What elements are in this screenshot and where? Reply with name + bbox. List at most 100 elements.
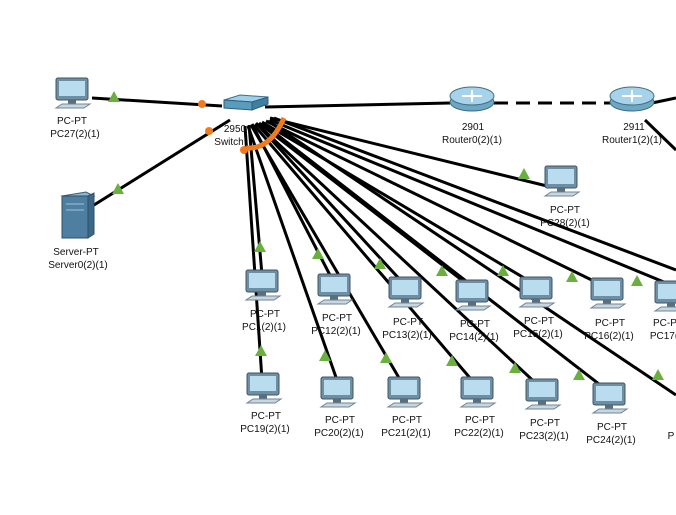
link-switch-pc22[interactable] [252,124,478,386]
pc-screen [459,283,485,298]
link-switch-pc19[interactable] [243,125,264,381]
pc21-device[interactable] [386,376,424,408]
pc23-device[interactable] [524,378,562,410]
pc22-device[interactable] [459,376,497,408]
pc-stand [333,399,341,403]
link-up-triangle [518,168,530,179]
pc-stand [667,303,675,307]
pc-keyboard-icon [543,191,581,197]
pc-stand [330,296,338,300]
link-up-triangle [631,275,643,286]
pc-keyboard-icon [454,305,492,311]
pc-stand [468,302,476,306]
pc-stand [605,405,613,409]
pc15-name-label: PC15(2)(1) [513,329,563,340]
pc20-name-label: PC20(2)(1) [314,428,364,439]
pc15-type-label: PC-PT [524,316,554,327]
pc23-name-label: PC23(2)(1) [519,431,569,442]
link-up-triangle [509,362,521,373]
switch-name-label: Switch [214,137,244,148]
pc-keyboard-icon [524,404,562,410]
pc-keyboard-icon [316,299,354,305]
pc-stand [68,100,76,104]
pc17-device[interactable] [653,280,676,312]
pc-keyboard-icon [386,402,424,408]
pc20-type-label: PC-PT [325,415,355,426]
pc13-name-label: PC13(2)(1) [382,330,432,341]
link-up-triangle [566,271,578,282]
pc12-device[interactable] [316,273,354,305]
pc-keyboard-icon [518,302,556,308]
pc-screen [392,280,418,295]
pc-keyboard-icon [245,398,283,404]
pc-stand [557,188,565,192]
pc11-type-label: PC-PT [250,309,280,320]
link-switch-pc28[interactable] [269,116,548,188]
link-switch-pc13[interactable] [254,121,406,286]
pc-screen [250,376,276,391]
pc-screen [464,380,490,395]
link-up-triangle [374,258,386,269]
links [91,96,676,397]
pc23-type-label: PC-PT [530,418,560,429]
link-switch-pc17[interactable] [269,118,676,289]
pc13-device[interactable] [387,276,425,308]
link-switch-pc23[interactable] [255,122,543,390]
pc11-device[interactable] [244,269,282,301]
router1-device[interactable] [609,86,655,112]
link-up-triangle [255,345,267,356]
pc11-name-label: PC1(2)(1) [242,322,286,333]
pc-keyboard-icon [589,303,627,309]
server-device[interactable] [60,191,96,239]
pc16-name-label: PC16(2)(1) [584,331,634,342]
router0-device[interactable] [449,86,495,112]
pc21-type-label: PC-PT [392,415,422,426]
pc15-device[interactable] [518,276,556,308]
pc-screen [548,169,574,184]
pc24-device[interactable] [591,382,629,414]
pc13-type-label: PC-PT [393,317,423,328]
server-name-label: Server0(2)(1) [48,260,108,271]
pc28-device[interactable] [543,165,581,197]
pc-keyboard-icon [653,306,676,312]
pc-screen [658,284,676,299]
pc-keyboard-icon [319,402,357,408]
router1-type-label: 2911 [623,122,645,133]
link-switch-offscreen1[interactable] [273,116,676,272]
pc27-device[interactable] [54,77,92,109]
pc27-type-label: PC-PT [57,116,87,127]
link-orange-arc [245,116,287,151]
pc14-device[interactable] [454,279,492,311]
pc19-type-label: PC-PT [251,411,281,422]
pc19-device[interactable] [245,372,283,404]
pc-keyboard-icon [459,402,497,408]
pc12-name-label: PC12(2)(1) [311,326,361,337]
link-switch-pc14[interactable] [258,121,473,290]
link-switch-pc20[interactable] [246,125,340,384]
link-router1-down[interactable] [643,118,676,152]
pc-stand [538,401,546,405]
pc-screen [59,81,85,96]
pc20-device[interactable] [319,376,357,408]
pc-stand [258,292,266,296]
pc16-type-label: PC-PT [595,318,625,329]
link-switch-pc16[interactable] [265,119,607,289]
pc16-device[interactable] [589,277,627,309]
link-orange-dot [205,127,213,135]
pc24-name-label: PC24(2)(1) [586,435,636,446]
pc22-type-label: PC-PT [465,415,495,426]
pc19-name-label: PC19(2)(1) [240,424,290,435]
pc-keyboard-icon [54,103,92,109]
switch-device[interactable] [223,94,269,111]
pc-keyboard-icon [591,408,629,414]
link-switch-pc25[interactable] [267,119,676,397]
link-switch-pc24[interactable] [261,121,609,393]
server-type-label: Server-PT [53,247,99,258]
pc14-name-label: PC14(2)(1) [449,332,499,343]
link-up-triangle [436,265,448,276]
link-switch-pc21[interactable] [249,124,404,384]
link-router1-offscreen[interactable] [651,96,676,105]
link-switch-router0[interactable] [264,101,451,109]
pc-keyboard-icon [244,295,282,301]
